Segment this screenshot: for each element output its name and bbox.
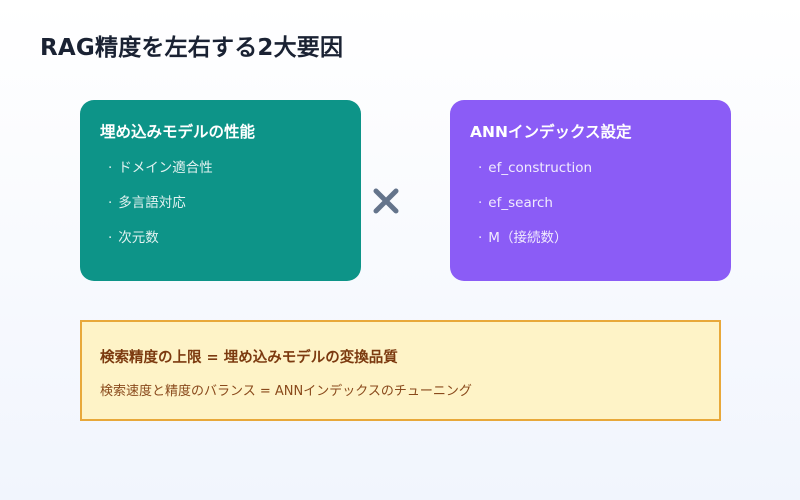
- list-item: ·多言語対応: [108, 195, 186, 211]
- list-item: ·M（接続数）: [478, 230, 568, 246]
- list-item: ·ef_search: [478, 195, 553, 211]
- multiply-icon: [371, 186, 401, 216]
- bullet-icon: ·: [108, 195, 113, 211]
- embedding-model-card: 埋め込みモデルの性能 ·ドメイン適合性 ·多言語対応 ·次元数: [80, 100, 361, 281]
- bullet-icon: ·: [478, 160, 483, 176]
- note-main-text: 検索精度の上限 = 埋め込みモデルの変換品質: [100, 350, 398, 366]
- bullet-icon: ·: [108, 230, 113, 246]
- bullet-icon: ·: [478, 230, 483, 246]
- list-item: ·次元数: [108, 230, 159, 246]
- list-item: ·ドメイン適合性: [108, 160, 213, 176]
- list-item: ·ef_construction: [478, 160, 593, 176]
- bullet-icon: ·: [478, 195, 483, 211]
- card-title: 埋め込みモデルの性能: [100, 123, 256, 141]
- ann-index-card: ANNインデックス設定 ·ef_construction ·ef_search …: [450, 100, 731, 281]
- factor-list: ·ドメイン適合性 ·多言語対応 ·次元数: [108, 158, 213, 263]
- page-title: RAG精度を左右する2大要因: [40, 35, 344, 61]
- card-title: ANNインデックス設定: [470, 123, 632, 141]
- bullet-icon: ·: [108, 160, 113, 176]
- summary-note: 検索精度の上限 = 埋め込みモデルの変換品質 検索速度と精度のバランス = AN…: [80, 320, 721, 421]
- factor-list: ·ef_construction ·ef_search ·M（接続数）: [478, 158, 592, 263]
- note-sub-text: 検索速度と精度のバランス = ANNインデックスのチューニング: [100, 384, 472, 399]
